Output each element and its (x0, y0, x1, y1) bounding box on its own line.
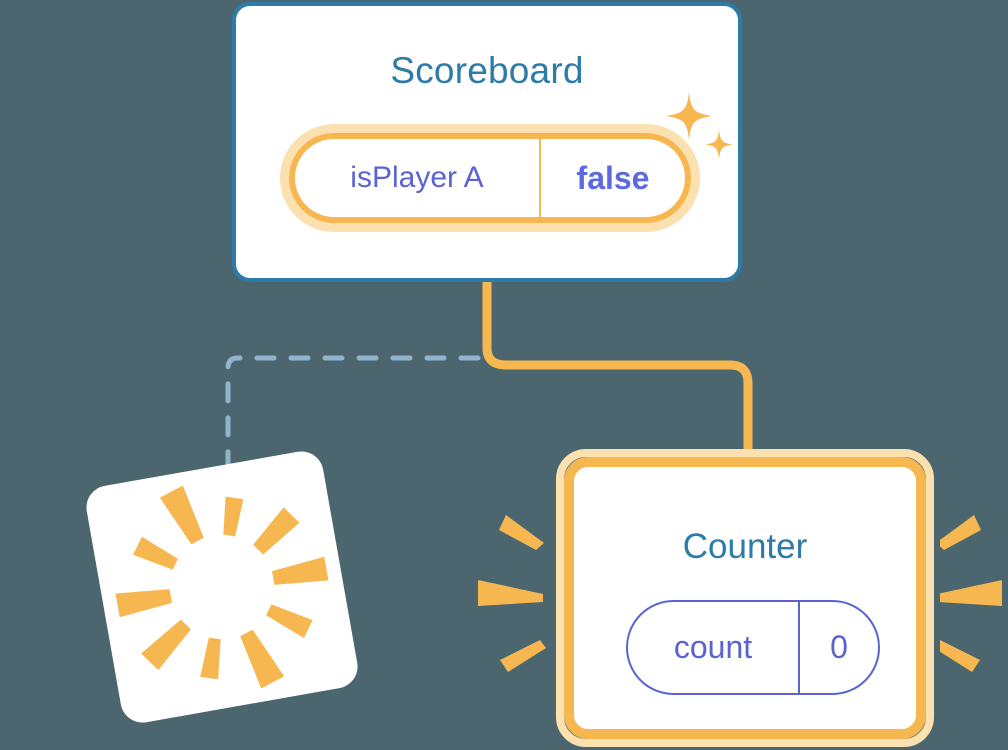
counter-card-surface: Counter count 0 (564, 457, 926, 739)
counter-state-pill[interactable]: count 0 (626, 600, 880, 695)
dashed-connector-path (225, 355, 481, 475)
scoreboard-state-pill[interactable]: isPlayer A false (289, 133, 691, 223)
placeholder-card-surface (86, 451, 358, 723)
counter-state-key: count (673, 629, 753, 665)
counter-state-value: 0 (830, 629, 848, 665)
placeholder-card[interactable] (86, 451, 358, 723)
counter-title: Counter (682, 527, 808, 566)
solid-connector-path (482, 282, 753, 458)
scoreboard-pill-divider (539, 139, 541, 217)
counter-card[interactable]: Counter count 0 (556, 449, 934, 747)
scoreboard-title: Scoreboard (390, 50, 584, 91)
scoreboard-card[interactable]: Scoreboard isPlayer A false (232, 2, 742, 282)
scoreboard-state-key: isPlayer A (350, 161, 484, 194)
placeholder-card-burst (115, 485, 329, 689)
scoreboard-state-value: false (576, 159, 650, 196)
counter-pill-divider (798, 602, 800, 693)
scoreboard-state-pill-highlight: isPlayer A false (280, 124, 700, 232)
